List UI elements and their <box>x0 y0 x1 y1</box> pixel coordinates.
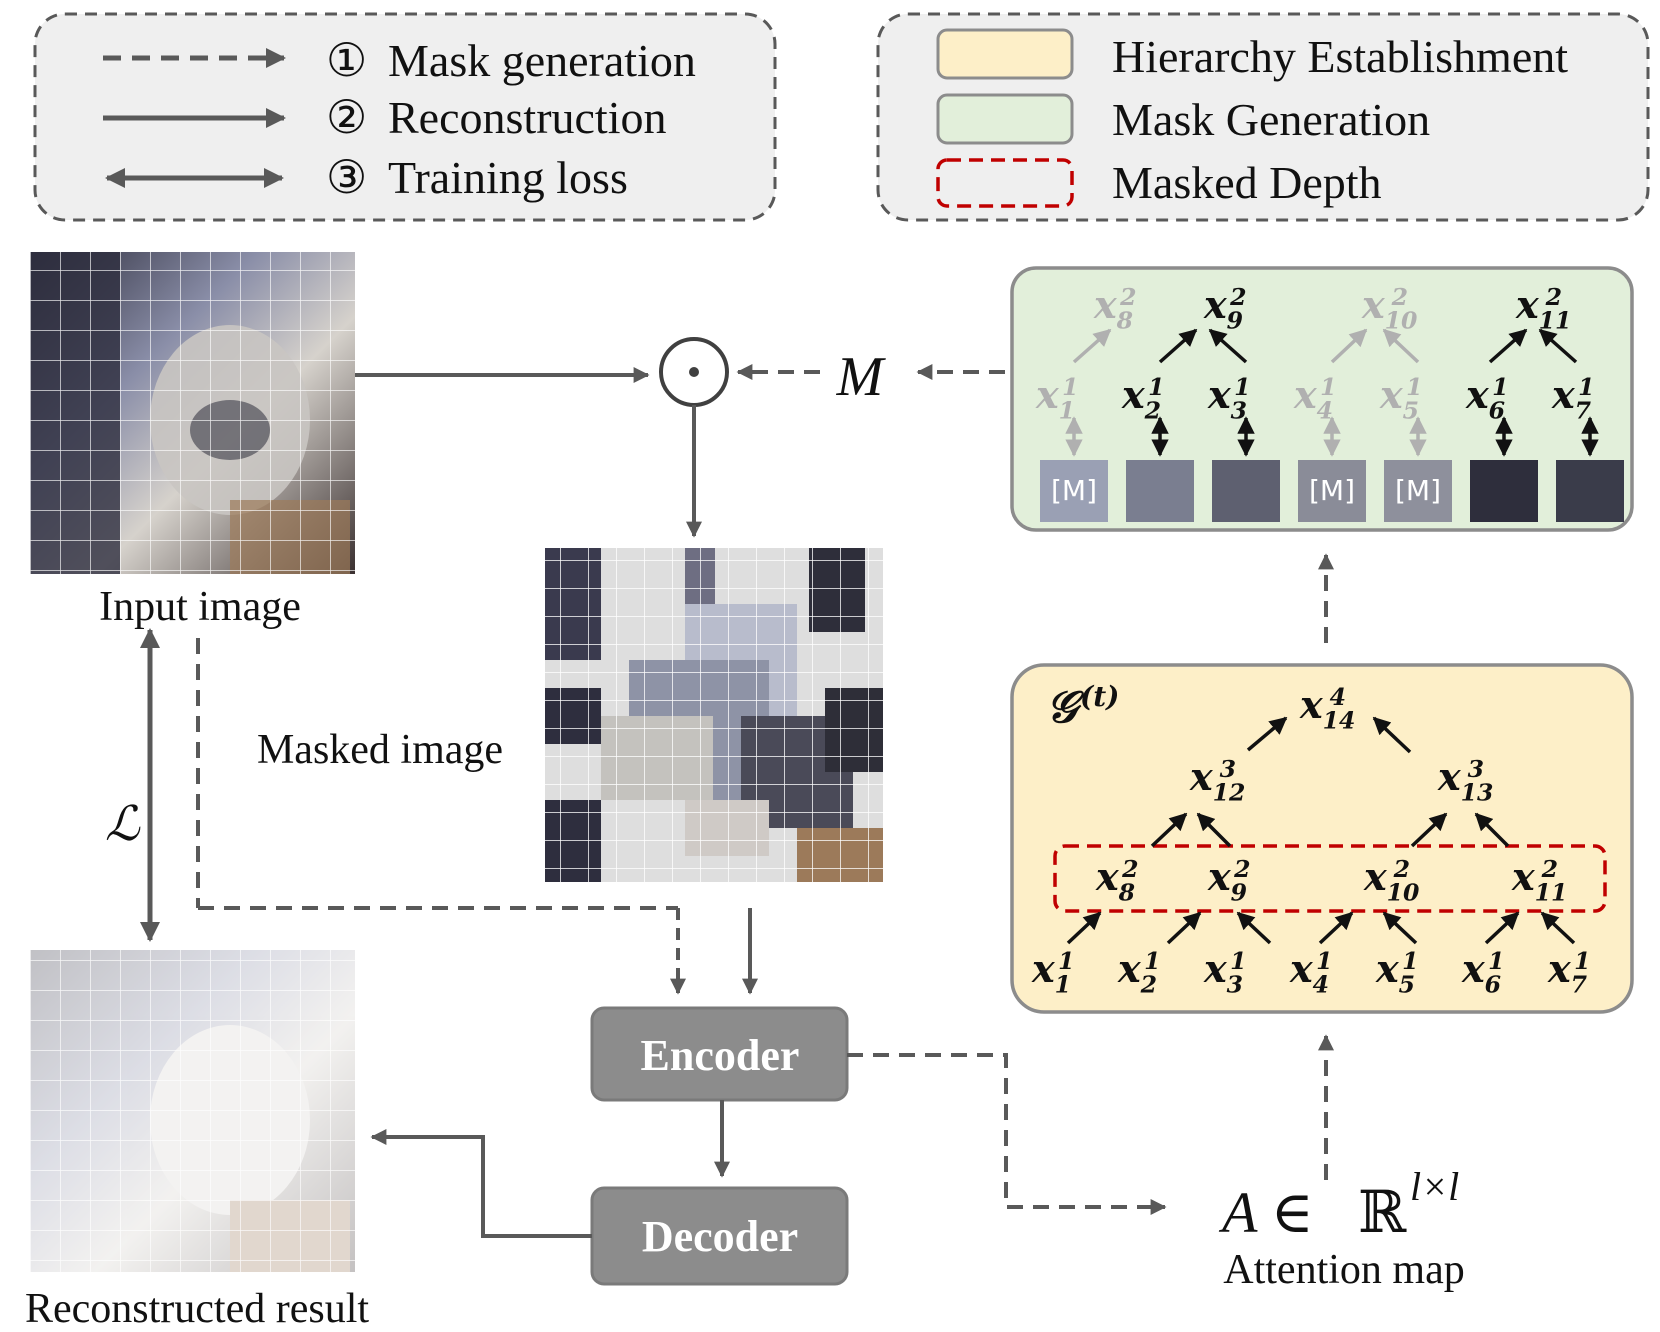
decoder-to-reconstructed-arrow <box>370 1129 592 1238</box>
mask-panel-edge <box>1208 328 1248 364</box>
reconstructed-grid <box>30 950 355 1272</box>
legend-label-hierarchy: Hierarchy Establishment <box>1112 31 1568 82</box>
reconstructed-caption: Reconstructed result <box>25 1286 369 1332</box>
hierarchy-node-x6: x61 <box>1461 946 1505 999</box>
hierarchy-edge <box>1318 911 1354 945</box>
mask-panel-node-x2: x21 <box>1121 372 1165 425</box>
mask-panel-edge <box>1488 328 1528 364</box>
patch-x4 <box>1298 460 1366 522</box>
legend-label-training-loss: Training loss <box>388 152 628 203</box>
encoder-label: Encoder <box>641 1031 800 1080</box>
mask-panel-node-x8: x82 <box>1093 282 1137 335</box>
attention-A: A ∈ <box>1218 1180 1314 1245</box>
legend-swatch-yellow <box>936 28 1074 80</box>
masked-depth-box <box>1053 844 1607 913</box>
hierarchy-node-x10: x102 <box>1363 854 1420 907</box>
mask-symbol: M <box>836 346 887 408</box>
legend-num-3: ③ <box>326 152 367 203</box>
patch-x3 <box>1212 460 1280 522</box>
attention-caption: Attention map <box>1223 1247 1464 1293</box>
tree-layer: x11 x21 x31 x41 x51 x61 x71 x82 x92 x102 x112 [M] [M… <box>1031 282 1624 999</box>
attention-real-R: ℝ <box>1358 1180 1407 1245</box>
hierarchy-node-x7: x71 <box>1547 946 1591 999</box>
hierarchy-edge <box>1540 911 1576 945</box>
hadamard-dot <box>689 367 699 377</box>
hierarchy-edge <box>1196 812 1232 848</box>
decoder-label: Decoder <box>642 1212 798 1261</box>
legend-swatch-red-dashed <box>936 158 1074 208</box>
mask-panel-node-x7: x71 <box>1551 372 1595 425</box>
hierarchy-edge <box>1484 911 1520 945</box>
encoder-to-attention-dashed <box>847 1053 1167 1215</box>
hierarchy-node-x1: x11 <box>1031 946 1075 999</box>
mask-token-label: [M] <box>1309 474 1355 507</box>
hierarchy-node-x12: x123 <box>1189 754 1245 807</box>
masked-image <box>545 548 883 882</box>
legend-swatch-green <box>936 93 1074 145</box>
input-image-caption: Input image <box>99 584 301 630</box>
mask-panel-node-x3: x31 <box>1207 372 1251 425</box>
patch-x6 <box>1470 460 1538 522</box>
hierarchy-node-x11: x112 <box>1511 854 1567 907</box>
mask-panel-node-x9: x92 <box>1203 282 1247 335</box>
attention-superscript: l×l <box>1410 1164 1459 1209</box>
patch-x7 <box>1556 460 1624 522</box>
hierarchy-edge <box>1410 812 1448 848</box>
input-image <box>30 252 355 574</box>
mask-token-label: [M] <box>1395 474 1441 507</box>
legend-num-1: ① <box>326 35 367 86</box>
hierarchy-node-x8: x82 <box>1095 854 1139 907</box>
patch-x5 <box>1384 460 1452 522</box>
hierarchy-node-x3: x31 <box>1203 946 1247 999</box>
legend-num-2: ② <box>326 92 367 143</box>
hierarchy-node-x5: x51 <box>1375 946 1419 999</box>
legend-label-reconstruction: Reconstruction <box>388 92 667 143</box>
hierarchy-edge <box>1246 716 1288 752</box>
hierarchy-edge <box>1236 911 1272 945</box>
masked-image-caption: Masked image <box>257 727 503 773</box>
hierarchy-edge <box>1066 911 1102 945</box>
hierarchy-node-x14: x144 <box>1299 682 1355 735</box>
hierarchy-edge <box>1474 812 1510 848</box>
hierarchy-edge <box>1166 911 1202 945</box>
mask-panel-node-x1: x11 <box>1035 372 1079 425</box>
hierarchy-node-x9: x92 <box>1207 854 1251 907</box>
hierarchy-node-x13: x133 <box>1437 754 1493 807</box>
hierarchy-edge <box>1150 812 1188 848</box>
hierarchy-edge <box>1372 716 1412 754</box>
mask-panel-node-x6: x61 <box>1465 372 1509 425</box>
mask-panel-edge <box>1072 328 1112 364</box>
legend-label-mask-generation: Mask generation <box>388 35 696 86</box>
mask-panel-node-x4: x41 <box>1293 372 1337 425</box>
hierarchy-node-x4: x41 <box>1289 946 1333 999</box>
hierarchy-panel <box>1010 663 1634 1014</box>
legend-label-mask-gen: Mask Generation <box>1112 94 1430 145</box>
mask-panel-edge <box>1330 328 1368 364</box>
mask-token-label: [M] <box>1051 474 1097 507</box>
mask-panel-edge <box>1158 328 1198 364</box>
hierarchy-node-x2: x21 <box>1117 946 1161 999</box>
mask-panel-edge <box>1382 328 1420 364</box>
hierarchy-edge <box>1382 911 1418 945</box>
loss-symbol: ℒ <box>105 798 141 851</box>
patch-x1 <box>1040 460 1108 522</box>
patch-x2 <box>1126 460 1194 522</box>
legend-label-masked-depth: Masked Depth <box>1112 157 1382 208</box>
mask-panel-edge <box>1538 328 1578 364</box>
graph-superscript: (t) <box>1080 680 1119 713</box>
mask-panel-node-x5: x51 <box>1379 372 1423 425</box>
